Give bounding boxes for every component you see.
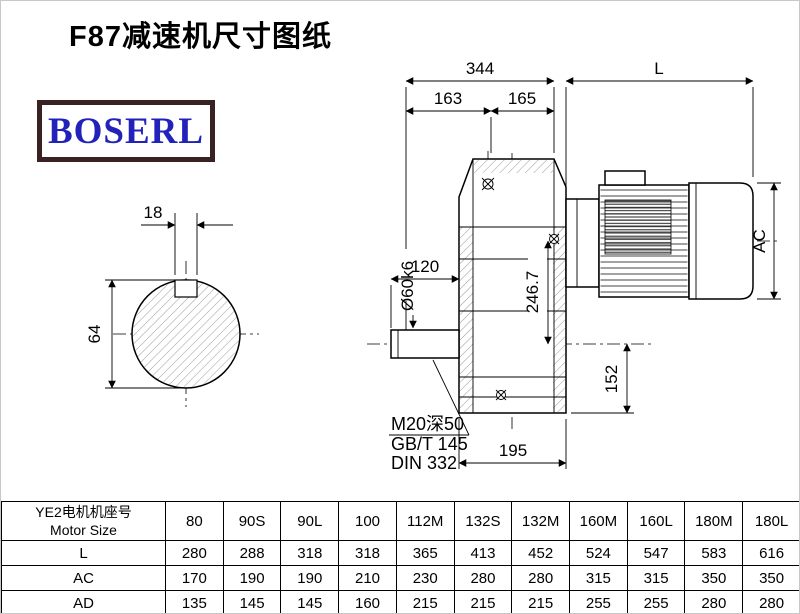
- table-cell: 255: [569, 590, 628, 613]
- table-cell: 280: [165, 540, 224, 566]
- table-cell: 350: [742, 565, 799, 591]
- note-standard-1: GB/T 145: [391, 434, 468, 454]
- dim-label-163: 163: [434, 89, 462, 108]
- table-cell: 318: [280, 540, 340, 566]
- page-title: F87减速机尺寸图纸: [69, 21, 332, 53]
- table-row-L: L 280 288 318 318 365 413 452 524 547 58…: [1, 540, 799, 566]
- row-label-L: L: [1, 540, 166, 566]
- boserl-logo: BOSERL: [37, 100, 215, 162]
- table-cell: 315: [626, 565, 686, 591]
- table-header-row: YE2电机机座号 Motor Size 80 90S 90L 100 112M …: [1, 501, 799, 541]
- table-cell: 288: [222, 540, 282, 566]
- table-cell: 215: [453, 590, 513, 613]
- output-shaft: [390, 329, 460, 359]
- gearbox-dimension-drawing: 18 64: [85, 59, 781, 473]
- dim-label-64: 64: [85, 325, 104, 344]
- size-col: 100: [338, 501, 397, 541]
- dim-label-120: 120: [411, 257, 439, 276]
- note-tapped-hole: M20深50: [391, 414, 464, 434]
- table-cell: 280: [511, 565, 571, 591]
- dim-label-344: 344: [466, 59, 494, 78]
- table-cell: 318: [338, 540, 397, 566]
- dim-motor-length: L: [565, 59, 754, 193]
- dim-label-165: 165: [508, 89, 536, 108]
- table-cell: 230: [395, 565, 455, 591]
- table-cell: 255: [626, 590, 686, 613]
- size-col: 160M: [569, 501, 628, 541]
- size-col: 90L: [280, 501, 340, 541]
- dim-axis-to-motor-center: 246.7: [523, 240, 552, 345]
- dim-base-width: 195: [458, 419, 567, 469]
- table-cell: 524: [569, 540, 628, 566]
- table-row-AC: AC 170 190 190 210 230 280 280 315 315 3…: [1, 565, 799, 591]
- size-col: 160L: [626, 501, 686, 541]
- table-cell: 365: [395, 540, 455, 566]
- motor-size-header-cn: YE2电机机座号: [35, 503, 132, 520]
- dim-shaft-end-diameter: 64: [85, 279, 183, 389]
- table-cell: 215: [395, 590, 455, 613]
- table-cell: 145: [222, 590, 282, 613]
- dim-axis-to-base: 152: [571, 343, 634, 414]
- table-cell: 190: [280, 565, 340, 591]
- size-col: 180M: [684, 501, 744, 541]
- dim-label-246-7: 246.7: [523, 271, 542, 314]
- note-standard-2: DIN 332: [391, 453, 457, 473]
- table-cell: 350: [684, 565, 744, 591]
- dim-163-165: 163 165: [405, 89, 555, 153]
- table-cell: 215: [511, 590, 571, 613]
- row-label-AC: AC: [1, 565, 166, 591]
- motor-size-table: YE2电机机座号 Motor Size 80 90S 90L 100 112M …: [1, 501, 799, 613]
- dim-label-152: 152: [602, 365, 621, 393]
- dim-motor-diameter: AC: [750, 182, 781, 300]
- table-cell: 210: [338, 565, 397, 591]
- dim-shaft-diameter-callout: Ø60k6: [398, 261, 417, 329]
- table-cell: 547: [626, 540, 686, 566]
- table-cell: 616: [742, 540, 799, 566]
- table-cell: 280: [684, 590, 744, 613]
- dim-label-18: 18: [144, 203, 163, 222]
- table-cell: 280: [742, 590, 799, 613]
- table-cell: 583: [684, 540, 744, 566]
- dim-label-AC: AC: [750, 229, 769, 253]
- table-cell: 452: [511, 540, 571, 566]
- table-cell: 170: [165, 565, 224, 591]
- motor-size-header-en: Motor Size: [50, 522, 117, 538]
- size-col: 112M: [395, 501, 455, 541]
- table-cell: 315: [569, 565, 628, 591]
- gearbox-housing: [458, 158, 567, 414]
- logo-text: BOSERL: [47, 110, 205, 152]
- size-col: 80: [165, 501, 224, 541]
- size-col: 180L: [742, 501, 799, 541]
- table-cell: 160: [338, 590, 397, 613]
- table-cell: 145: [280, 590, 340, 613]
- table-cell: 280: [453, 565, 513, 591]
- dim-shaft-length: 120: [390, 257, 460, 328]
- row-label-AD: AD: [1, 590, 166, 613]
- dim-label-195: 195: [499, 441, 527, 460]
- shaft-end-view: [113, 261, 259, 407]
- size-col: 132S: [453, 501, 513, 541]
- motor-side-view: [565, 170, 754, 300]
- motor-size-header: YE2电机机座号 Motor Size: [1, 501, 166, 541]
- size-col: 90S: [222, 501, 282, 541]
- dim-label-d60k6: Ø60k6: [398, 261, 417, 311]
- table-cell: 413: [453, 540, 513, 566]
- table-cell: 190: [222, 565, 282, 591]
- table-cell: 135: [165, 590, 224, 613]
- table-row-AD: AD 135 145 145 160 215 215 215 255 255 2…: [1, 590, 799, 613]
- dim-keyway-width: 18: [141, 203, 233, 275]
- shaft-end-notes: M20深50 GB/T 145 DIN 332: [389, 359, 470, 473]
- size-col: 132M: [511, 501, 571, 541]
- dim-label-L: L: [654, 59, 663, 78]
